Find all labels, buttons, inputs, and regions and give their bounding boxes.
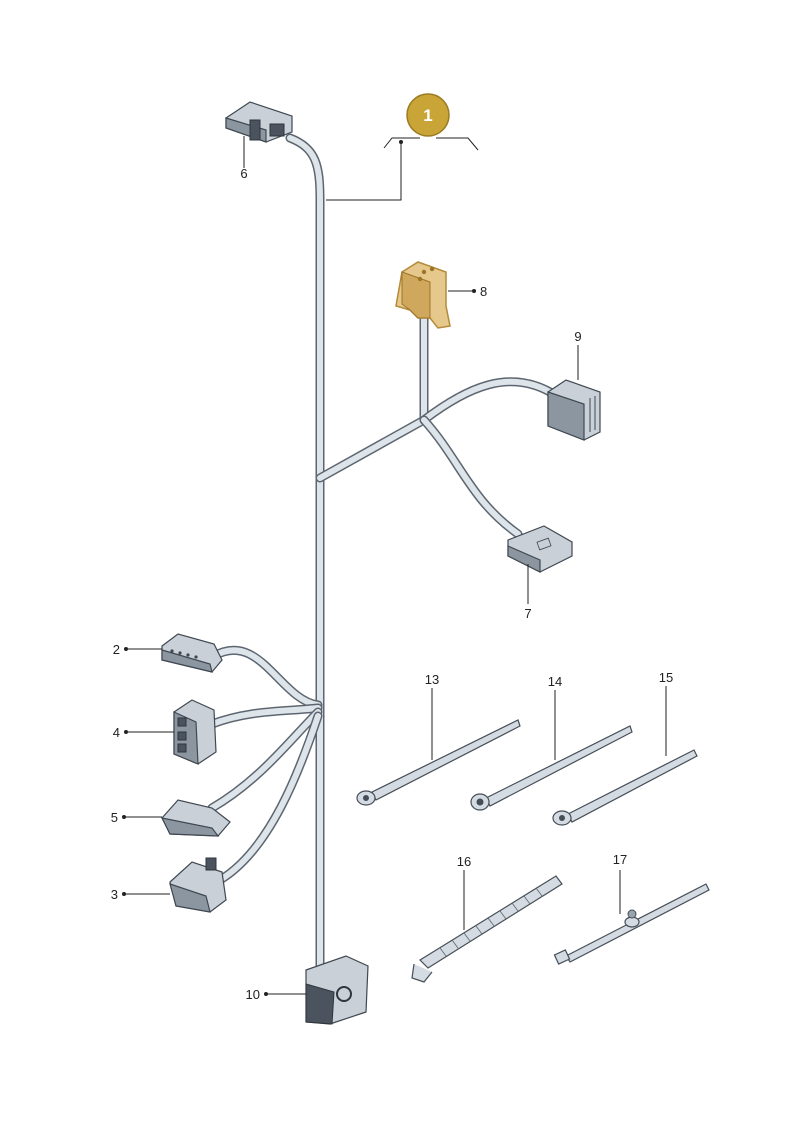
callout-4: 4 xyxy=(113,725,120,740)
connector-10[interactable] xyxy=(264,955,369,1025)
connector-8[interactable] xyxy=(395,261,476,329)
cable-tie-13[interactable] xyxy=(356,688,521,806)
callout-7: 7 xyxy=(524,606,531,621)
connector-2[interactable] xyxy=(124,633,223,673)
callout-14: 14 xyxy=(548,674,562,689)
callout-6: 6 xyxy=(240,166,247,181)
connector-7[interactable] xyxy=(507,525,573,604)
callout-2: 2 xyxy=(113,642,120,657)
assembly-badge[interactable]: 1 xyxy=(326,93,479,201)
badge-label: 1 xyxy=(423,106,432,125)
connector-6[interactable] xyxy=(225,101,293,168)
callout-9: 9 xyxy=(574,329,581,344)
callout-10: 10 xyxy=(246,987,260,1002)
cable-tie-17[interactable] xyxy=(553,870,710,965)
callout-15: 15 xyxy=(659,670,673,685)
tie-16-ridges xyxy=(439,887,543,957)
connector-5[interactable] xyxy=(122,799,231,837)
cable-tie-15[interactable] xyxy=(552,686,698,826)
callout-16: 16 xyxy=(457,854,471,869)
connector-4[interactable] xyxy=(124,699,217,765)
callout-5: 5 xyxy=(111,810,118,825)
cable-tie-16[interactable] xyxy=(411,870,563,983)
badge-circle xyxy=(406,93,450,137)
callout-8: 8 xyxy=(480,284,487,299)
callout-3: 3 xyxy=(111,887,118,902)
callout-17: 17 xyxy=(613,852,627,867)
callout-13: 13 xyxy=(425,672,439,687)
cable-tie-14[interactable] xyxy=(470,690,633,811)
connector-3[interactable] xyxy=(122,857,227,913)
harness-wires xyxy=(207,133,555,985)
connector-9[interactable] xyxy=(547,345,601,441)
